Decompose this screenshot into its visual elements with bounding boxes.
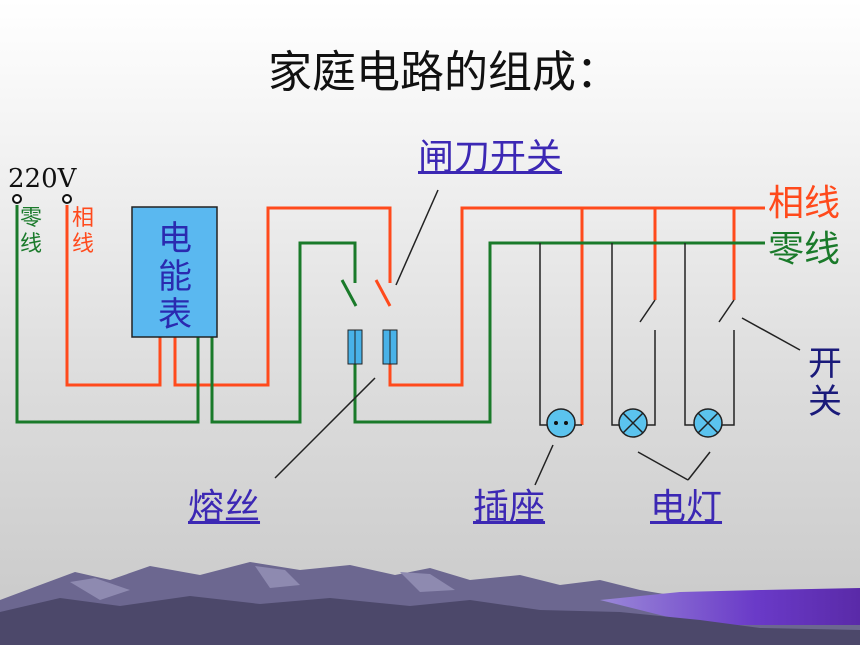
phase-wire-source — [65, 205, 162, 387]
source-phase-label: 相线 — [71, 206, 94, 257]
neutral-wire-main — [353, 241, 765, 424]
phase-wires — [65, 205, 765, 425]
lamp-icon-1 — [618, 408, 648, 438]
fuse-link[interactable]: 熔丝 — [188, 487, 261, 528]
switch-label: 开关 — [808, 344, 842, 422]
source-neutral-label: 零线 — [19, 206, 42, 257]
slide-title: 家庭电路的组成： — [268, 47, 620, 98]
neutral-wire-source — [15, 205, 200, 424]
lamp-pointer-1 — [637, 451, 689, 481]
knife-switch-pointer — [395, 189, 439, 286]
socket-icon — [546, 408, 576, 438]
lamp-icon-2 — [693, 408, 723, 438]
socket-link[interactable]: 插座 — [473, 487, 546, 528]
phase-terminal-icon — [62, 194, 72, 204]
fuses — [347, 329, 398, 365]
socket-pointer — [534, 444, 554, 486]
voltage-label: 220V — [8, 164, 77, 194]
mountain-background — [0, 562, 860, 645]
fuse-pointer — [274, 377, 376, 479]
knife-switch — [340, 279, 392, 307]
neutral-line-label: 零线 — [768, 229, 841, 270]
phase-wire-meter-out — [173, 206, 392, 387]
lamp-pointer-2 — [687, 451, 711, 481]
electric-meter-box — [131, 206, 218, 338]
neutral-wires — [15, 205, 765, 424]
electric-meter-label: 电能表 — [158, 219, 192, 335]
switch-pointer — [741, 317, 801, 351]
phase-wire-main — [388, 206, 765, 387]
phase-line-label: 相线 — [768, 183, 841, 224]
lamp-link[interactable]: 电灯 — [650, 487, 723, 528]
knife-switch-link[interactable]: 闸刀开关 — [418, 137, 563, 178]
neutral-terminal-icon — [12, 194, 22, 204]
neutral-wire-meter-out — [210, 241, 357, 424]
